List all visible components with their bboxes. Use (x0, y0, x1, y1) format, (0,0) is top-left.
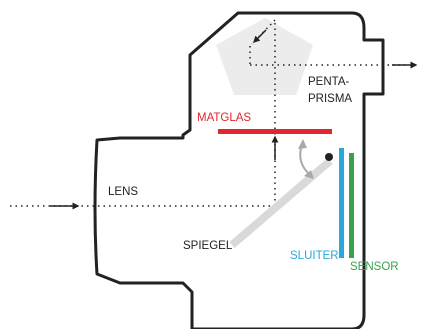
shutter-label: SLUITER (290, 250, 339, 262)
lens-label: LENS (108, 186, 139, 198)
mirror-label: SPIEGEL (183, 240, 233, 252)
pentaprism-label-line2: PRISMA (308, 93, 353, 105)
focusing-screen-label: MATGLAS (197, 112, 252, 124)
pentaprism-shape (216, 18, 313, 95)
mirror-pivot (325, 153, 333, 161)
shutter-bar (339, 148, 344, 258)
mirror-rotation-arrow (299, 144, 311, 176)
sensor-label: SENSOR (350, 261, 399, 273)
sensor-bar (349, 153, 354, 258)
prism-reflection-arrow (253, 29, 267, 43)
mirror-bar (229, 157, 333, 249)
rotation-arrowhead-top (298, 139, 307, 149)
focusing-screen-bar (218, 129, 332, 134)
pentaprism-label-line1: PENTA- (308, 76, 350, 88)
rotation-arrowhead-bottom (304, 170, 314, 179)
